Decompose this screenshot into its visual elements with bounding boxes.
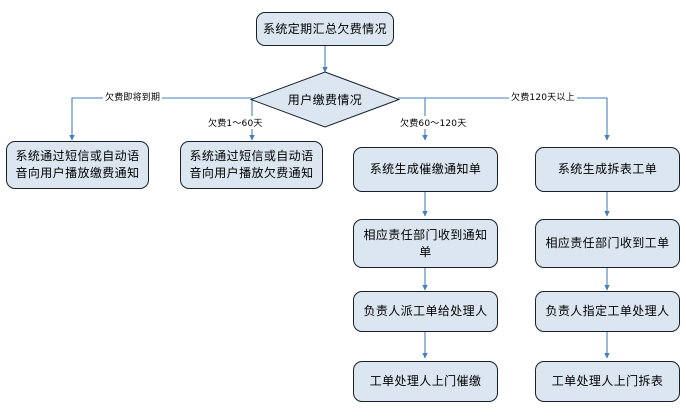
edge-decision-to-col4 bbox=[398, 97, 610, 141]
edge-label-branch-1: 欠费即将到期 bbox=[103, 90, 163, 103]
decision-payment-status[interactable]: 用户缴费情况 bbox=[250, 71, 400, 128]
node-col3-step1[interactable]: 系统生成催缴通知单 bbox=[353, 147, 498, 192]
node-label: 系统通过短信或自动语音向用户播放欠费通知 bbox=[189, 149, 314, 180]
node-label: 相应责任部门收到通知单 bbox=[363, 227, 488, 259]
node-col2-step1[interactable]: 系统通过短信或自动语音向用户播放欠费通知 bbox=[180, 141, 323, 189]
node-label: 负责人派工单给处理人 bbox=[363, 304, 488, 318]
node-label: 负责人指定工单处理人 bbox=[545, 304, 670, 318]
node-label: 工单处理人上门催缴 bbox=[369, 374, 482, 388]
node-col1-step1[interactable]: 系统通过短信或自动语音向用户播放缴费通知 bbox=[6, 141, 149, 189]
node-label: 相应责任部门收到工单 bbox=[545, 236, 670, 250]
node-col3-step2[interactable]: 相应责任部门收到通知单 bbox=[353, 219, 498, 268]
node-col4-step2[interactable]: 相应责任部门收到工单 bbox=[535, 219, 680, 268]
node-col4-step1[interactable]: 系统生成拆表工单 bbox=[535, 147, 680, 192]
edge-label-branch-4: 欠费120天以上 bbox=[509, 90, 577, 103]
node-col3-step3[interactable]: 负责人派工单给处理人 bbox=[353, 291, 498, 332]
edge-decision-to-col1 bbox=[69, 97, 252, 141]
decision-label: 用户缴费情况 bbox=[287, 93, 363, 107]
node-col4-step4[interactable]: 工单处理人上门拆表 bbox=[535, 361, 680, 402]
node-summarize-arrears[interactable]: 系统定期汇总欠费情况 bbox=[256, 12, 394, 46]
node-label: 工单处理人上门拆表 bbox=[551, 374, 664, 388]
edge-label-branch-2: 欠费1～60天 bbox=[206, 116, 265, 129]
edge-label-branch-3: 欠费60～120天 bbox=[398, 116, 469, 129]
node-col3-step4[interactable]: 工单处理人上门催缴 bbox=[353, 361, 498, 402]
node-label: 系统定期汇总欠费情况 bbox=[262, 21, 387, 36]
node-label: 系统通过短信或自动语音向用户播放缴费通知 bbox=[15, 149, 140, 180]
node-label: 系统生成拆表工单 bbox=[557, 162, 658, 176]
node-col4-step3[interactable]: 负责人指定工单处理人 bbox=[535, 291, 680, 332]
node-label: 系统生成催缴通知单 bbox=[369, 162, 482, 176]
